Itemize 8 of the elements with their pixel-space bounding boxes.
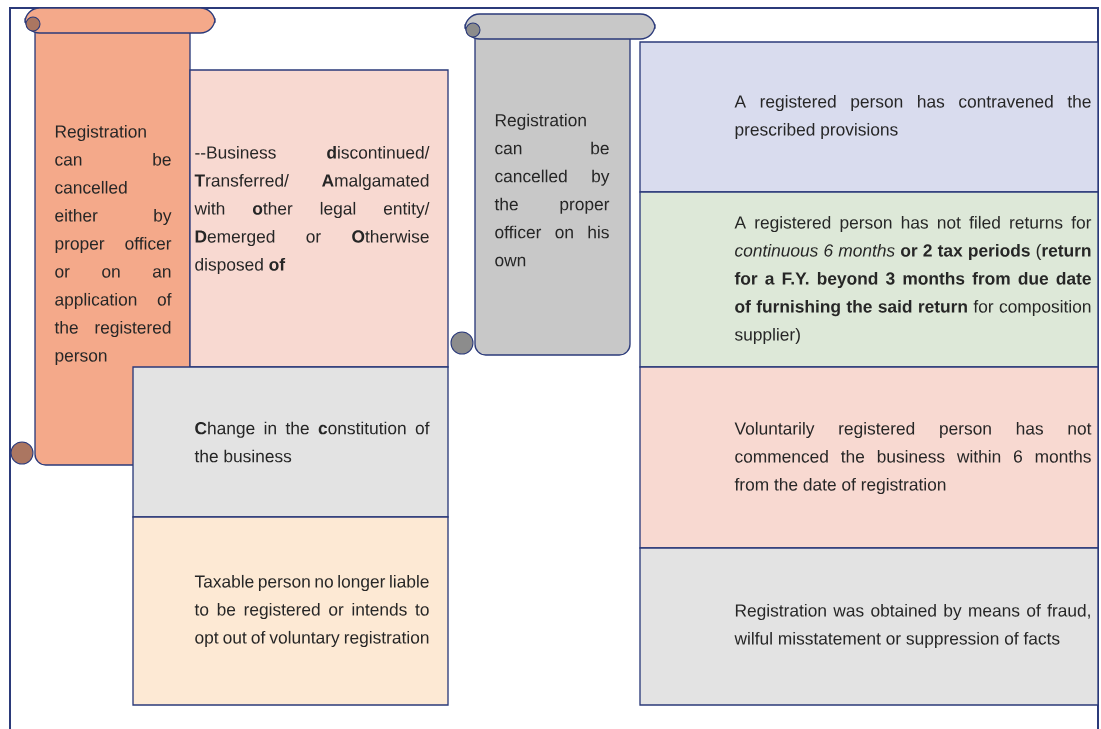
text-box: A registered person has contravened the prescribed provisions xyxy=(639,41,1099,193)
text-box: Voluntarily registered person has not commenced the business within 6 months from the date of registration xyxy=(639,366,1099,549)
text-box: Taxable person no longer liable to be registered or intends to opt out of voluntary registration xyxy=(132,516,449,706)
text-box: A registered person has not filed returns for continuous 6 months or 2 tax periods (return for a F.Y. beyond 3 months from due date of furnishing the said return for composition supplier) xyxy=(639,191,1099,368)
scroll-banner: Registration can be cancelled by the proper officer on his own xyxy=(450,13,656,356)
text-box: --Business discontinued/ Transferred/ Amalgamated with other legal entity/ Demerged or Otherwise disposed of xyxy=(189,69,449,368)
text-box: Registration was obtained by means of fraud, wilful misstatement or suppression of facts xyxy=(639,547,1099,706)
text-box: Change in the constitution of the business xyxy=(132,366,449,518)
